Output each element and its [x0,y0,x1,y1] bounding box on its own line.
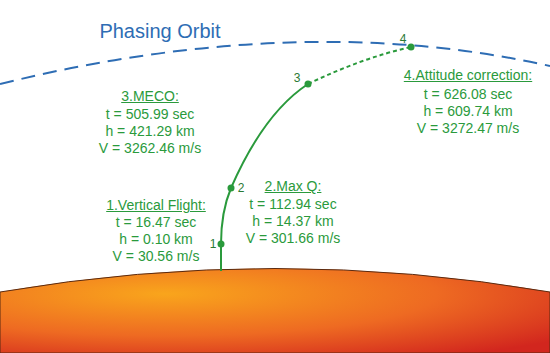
callout-number: 1 [210,238,217,251]
stage-value: V = 3272.47 m/s [417,120,519,136]
stage-heading: 3.MECO: [121,88,179,104]
orbit-name: Phasing Orbit [99,20,220,42]
stage-value: h = 609.74 km [423,103,512,119]
planet-surface [0,269,550,353]
callout-number: 2 [238,182,245,195]
stage-value: V = 3262.46 m/s [99,140,201,156]
stage-heading: 4.Attitude correction: [404,67,532,83]
stage-value: V = 301.66 m/s [246,230,341,246]
trajectory-point [408,44,415,51]
stage-value: t = 16.47 sec [116,214,197,230]
stage-value: t = 112.94 sec [249,196,336,212]
phasing-orbit [0,42,550,84]
stage-heading: 2.Max Q: [265,178,322,194]
trajectory-point [228,185,235,192]
stage-value: t = 505.99 sec [106,106,194,122]
coast-trajectory [308,47,411,84]
callout-number: 4 [400,33,407,46]
callout-number: 3 [294,72,301,85]
stage-value: h = 421.29 km [105,123,194,139]
stage-value: V = 30.56 m/s [113,248,200,264]
stage-heading: 1.Vertical Flight: [106,197,206,213]
stage-value: t = 626.08 sec [424,86,512,102]
stage-value: h = 14.37 km [252,213,333,229]
trajectory-point [305,81,312,88]
stage-value: h = 0.10 km [119,231,193,247]
trajectory-point [218,241,225,248]
